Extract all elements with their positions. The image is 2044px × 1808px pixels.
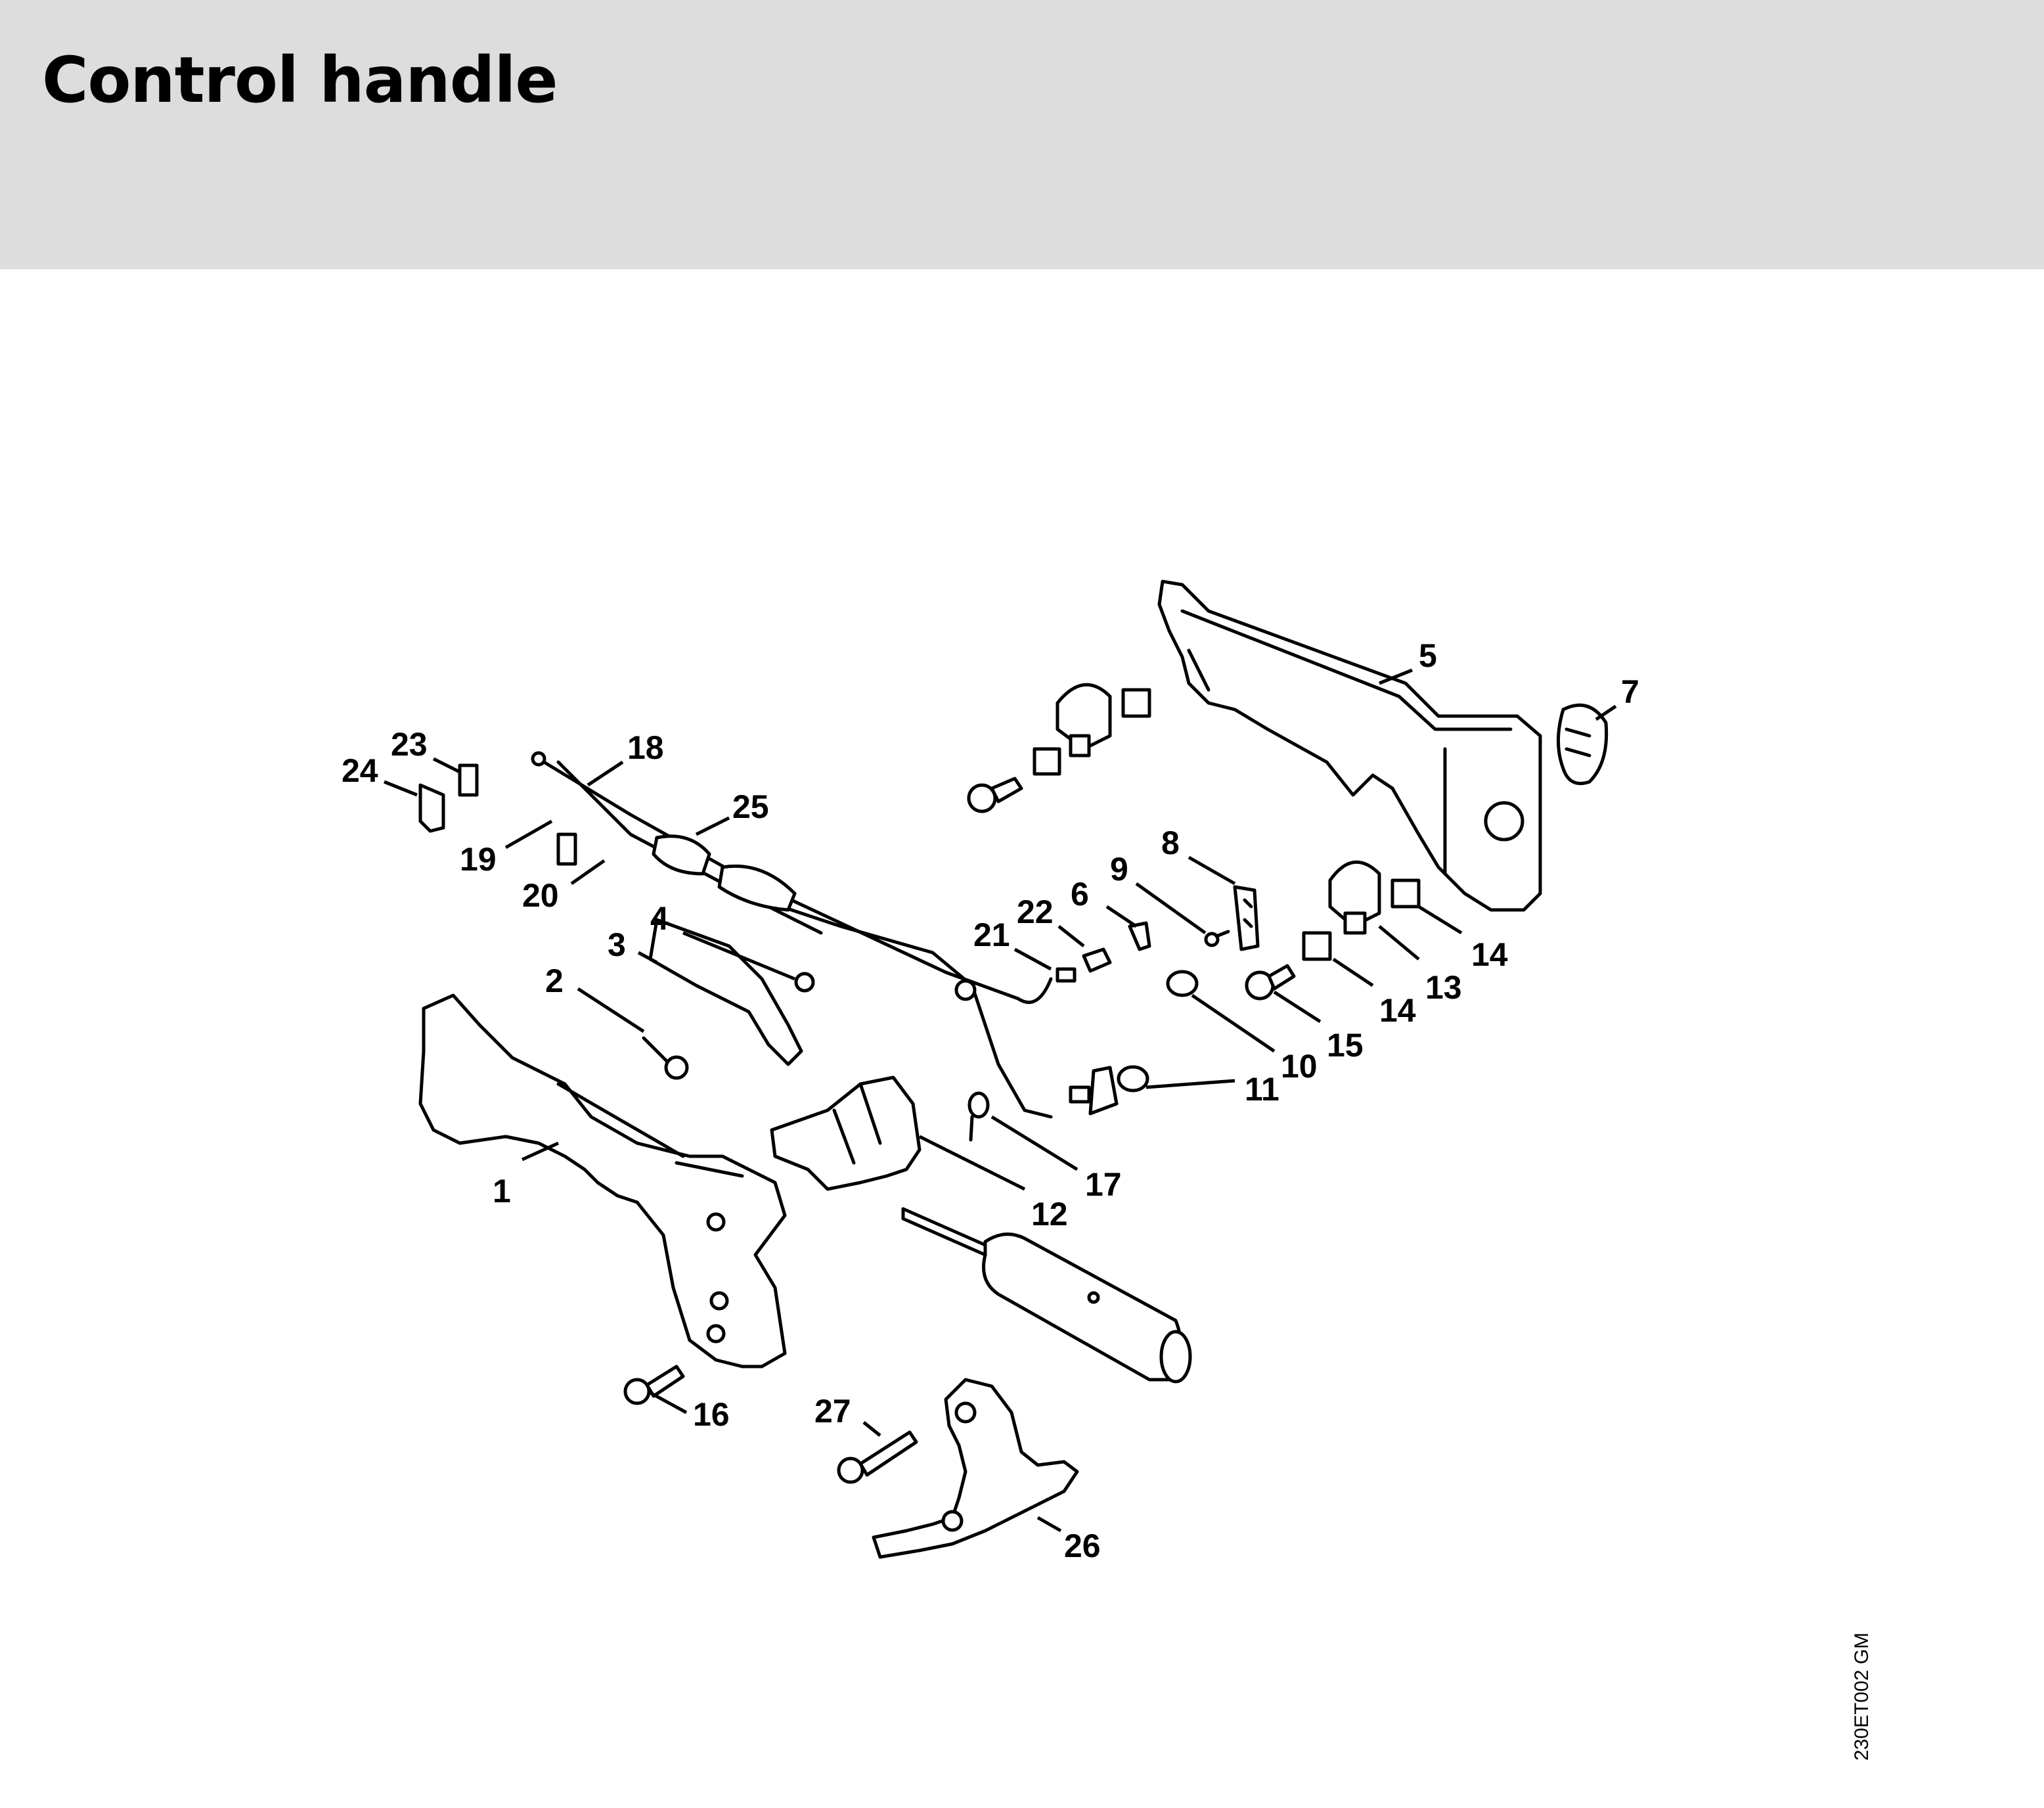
- pin-4: [794, 972, 815, 993]
- connector-21: [1055, 967, 1077, 983]
- spring-2: [642, 1036, 689, 1080]
- washer-14a: [1390, 878, 1421, 909]
- housing-12: [770, 1075, 922, 1191]
- callout-21: 21: [973, 916, 1010, 953]
- contact-6: [1128, 921, 1151, 951]
- callout-15: 15: [1327, 1027, 1364, 1064]
- callout-4: 4: [650, 900, 669, 937]
- screw-15: [1245, 964, 1296, 1001]
- callout-20: 20: [522, 877, 559, 914]
- clamp-13: [1328, 860, 1381, 935]
- callout-17: 17: [1085, 1166, 1122, 1203]
- page-title: Control handle: [42, 43, 558, 117]
- callout-11: 11: [1245, 1071, 1279, 1108]
- callout-22: 22: [1017, 893, 1054, 930]
- handle-shell-lower: [418, 993, 787, 1368]
- spring-17: [967, 1091, 990, 1142]
- callout-2: 2: [545, 962, 564, 999]
- callout-1: 1: [493, 1173, 511, 1209]
- clamp-upper: [1033, 683, 1151, 776]
- callout-24: 24: [342, 752, 378, 789]
- throttle-cable: [531, 751, 1053, 1119]
- washer-14b: [1302, 931, 1332, 961]
- callout-10: 10: [1281, 1048, 1318, 1085]
- trigger-3: [648, 918, 803, 1066]
- clip-23: [458, 763, 479, 797]
- callout-13: 13: [1425, 969, 1462, 1006]
- callout-7: 7: [1621, 673, 1639, 710]
- callout-14b: 14: [1379, 992, 1416, 1029]
- shaft-tube: [901, 1207, 1192, 1384]
- callouts: 1 2 3 4 5 6 7 8 9 10 11 12 13 14 14 15 1: [342, 637, 1639, 1564]
- callout-26: 26: [1064, 1527, 1101, 1564]
- bracket-small: [1069, 1066, 1119, 1116]
- callout-25: 25: [732, 788, 769, 825]
- screw-upper: [967, 777, 1023, 813]
- screw-27: [837, 1430, 918, 1484]
- page-header: [0, 0, 2044, 269]
- callout-19: 19: [460, 841, 497, 878]
- callout-14a: 14: [1471, 936, 1508, 973]
- callout-3: 3: [608, 926, 626, 963]
- callout-8: 8: [1161, 825, 1180, 861]
- clip-20: [556, 832, 577, 866]
- callout-27: 27: [814, 1393, 851, 1430]
- callout-12: 12: [1031, 1196, 1068, 1232]
- document-code: 230ET002 GM: [1851, 1632, 1873, 1761]
- connector-22: [1082, 947, 1112, 973]
- bushing-11: [1117, 1065, 1149, 1093]
- callout-9: 9: [1110, 851, 1128, 888]
- bracket-26: [872, 1378, 1079, 1559]
- callout-5: 5: [1419, 637, 1437, 674]
- callout-6: 6: [1071, 876, 1089, 913]
- handle-shell-upper: [1157, 579, 1542, 912]
- callout-23: 23: [391, 726, 428, 763]
- callout-16: 16: [693, 1396, 730, 1433]
- screw-9: [1204, 930, 1230, 947]
- screw-16: [623, 1365, 685, 1405]
- bracket-8: [1233, 885, 1260, 951]
- clip-24: [418, 783, 445, 833]
- knob: [1557, 703, 1609, 785]
- ring-10: [1166, 970, 1199, 997]
- callout-18: 18: [627, 729, 664, 766]
